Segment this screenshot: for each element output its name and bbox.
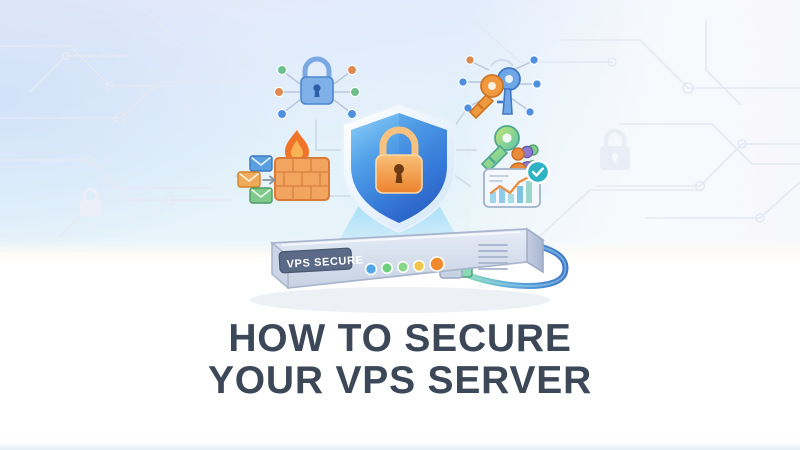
access-key-icon xyxy=(480,125,520,173)
led-alert xyxy=(429,256,445,272)
shield-padlock-icon xyxy=(375,126,423,194)
background-ground xyxy=(0,252,800,450)
envelope-orange-icon xyxy=(237,171,261,188)
led-network xyxy=(397,261,409,273)
server-label-plate: VPS SECURE xyxy=(278,247,364,274)
server-led-row xyxy=(364,256,445,276)
led-disk xyxy=(412,259,426,273)
padlock-network-icon xyxy=(273,56,361,120)
led-status xyxy=(381,262,393,274)
background-watermark-lock-small-icon xyxy=(80,187,101,217)
title-line-2: YOUR VPS SERVER xyxy=(207,359,593,402)
background-left-wash xyxy=(0,0,300,252)
user-group-icon xyxy=(509,144,541,170)
title-line-1: HOW TO SECURE xyxy=(228,317,572,360)
key-orange-icon xyxy=(468,74,504,120)
central-security-shield xyxy=(342,102,456,234)
email-filter-icon xyxy=(237,155,276,204)
background-circuit-traces xyxy=(0,13,800,237)
background-watermark-lock-icon xyxy=(600,128,630,170)
server-label-text: VPS SECURE xyxy=(286,254,363,270)
envelope-green-icon xyxy=(249,187,273,204)
firewall-brick-wall-icon xyxy=(274,130,330,201)
vps-server: VPS SECURE xyxy=(269,227,546,290)
dashboard-bars xyxy=(490,181,532,203)
verified-badge-icon xyxy=(525,159,551,185)
flow-arrow-icon xyxy=(262,175,276,185)
flame-icon xyxy=(285,130,309,164)
server-vents xyxy=(478,244,508,270)
ssh-keys-icon xyxy=(458,55,542,120)
background-right-wash xyxy=(470,0,800,252)
server-shadow xyxy=(250,287,550,313)
page-title: HOW TO SECURE YOUR VPS SERVER xyxy=(0,318,800,402)
monitoring-dashboard-icon xyxy=(483,159,551,208)
background-bottom-band xyxy=(0,443,800,450)
envelope-blue-icon xyxy=(249,155,273,172)
led-power xyxy=(364,262,378,276)
